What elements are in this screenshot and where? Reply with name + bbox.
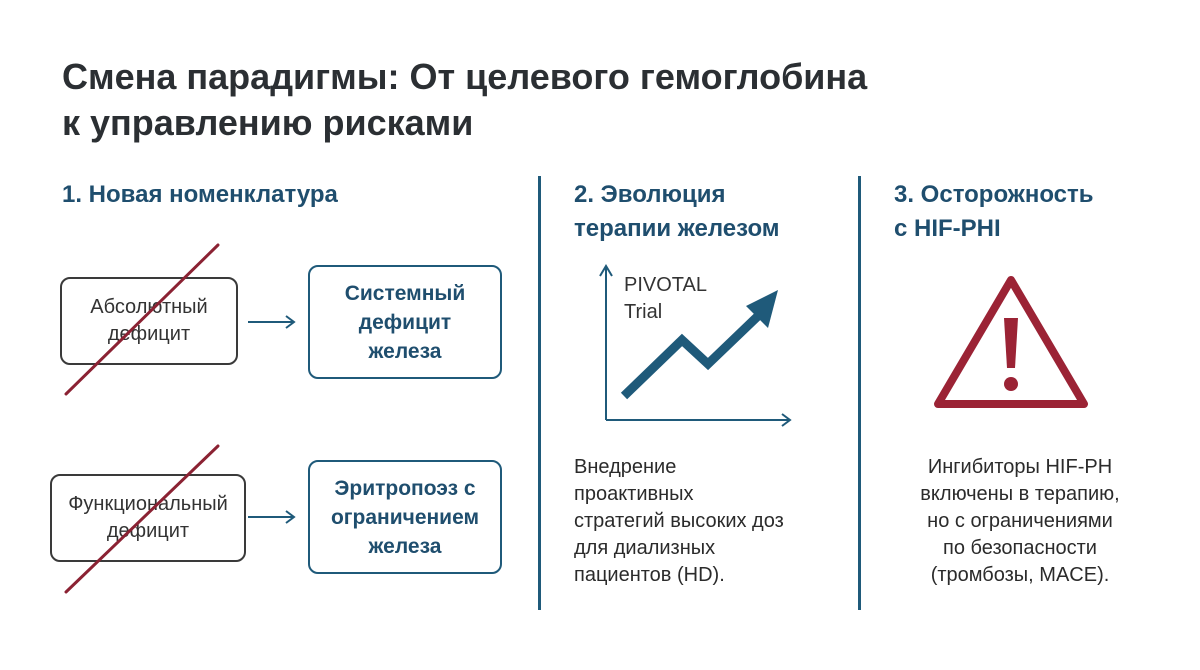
title-line-1: Смена парадигмы: От целевого гемоглобина xyxy=(62,56,868,97)
section-2-text-line-1: Внедрение xyxy=(574,456,677,478)
new-term-2-line-3: железа xyxy=(368,534,442,558)
section-1-heading: 1. Новая номенклатура xyxy=(62,181,338,208)
section-3-text-line-2: включены в терапию, xyxy=(920,483,1120,505)
section-2-heading: 2. Эволюция терапии железом xyxy=(574,178,780,246)
old-term-box-2: Функциональный дефицит xyxy=(50,474,246,562)
warning-triangle-icon xyxy=(934,276,1088,408)
trend-up-arrow-icon xyxy=(620,312,762,400)
right-arrow-icon xyxy=(248,315,296,329)
new-term-2-line-1: Эритропоэз с xyxy=(334,476,476,500)
section-2-heading-line-1: 2. Эволюция xyxy=(574,181,726,208)
section-2-text-line-5: пациентов (HD). xyxy=(574,564,725,586)
new-term-box-2: Эритропоэз с ограничением железа xyxy=(308,460,502,574)
section-3-text: Ингибиторы HIF-PH включены в терапию, но… xyxy=(880,454,1160,589)
old-term-2-line-2: дефицит xyxy=(106,520,190,542)
section-2-heading-line-2: терапии железом xyxy=(574,215,780,242)
trend-chart-icon xyxy=(599,264,792,427)
old-term-1-line-1: Абсолютный xyxy=(90,296,208,318)
section-3-text-line-3: но с ограничениями xyxy=(927,510,1113,532)
chart-label-line-2: Trial xyxy=(624,301,663,323)
chart-label-line-1: PIVOTAL xyxy=(624,274,707,296)
column-divider-2 xyxy=(858,176,861,610)
new-term-1-line-2: дефицит xyxy=(358,310,452,334)
old-term-1-line-2: дефицит xyxy=(107,323,191,345)
section-3-text-line-4: по безопасности xyxy=(943,537,1097,559)
x-axis-arrowhead xyxy=(781,413,792,427)
section-3-text-line-1: Ингибиторы HIF-PH xyxy=(927,456,1113,478)
trend-arrowhead xyxy=(746,290,778,328)
title-line-2: к управлению рисками xyxy=(62,102,474,143)
section-3-heading: 3. Осторожность с HIF-PHI xyxy=(894,178,1094,246)
section-3-heading-line-1: 3. Осторожность xyxy=(894,181,1094,208)
old-term-2-line-1: Функциональный xyxy=(68,493,228,515)
new-term-1-line-3: железа xyxy=(368,339,442,363)
new-term-2-line-2: ограничением xyxy=(330,505,480,529)
section-2-text-line-2: проактивных xyxy=(574,483,694,505)
old-term-box-1: Абсолютный дефицит xyxy=(60,277,238,365)
exclamation-dot xyxy=(1004,377,1018,391)
new-term-box-1: Системный дефицит железа xyxy=(308,265,502,379)
section-3-heading-line-2: с HIF-PHI xyxy=(894,215,1001,242)
section-2-text-line-4: для диализных xyxy=(574,537,716,559)
chart-label: PIVOTAL Trial xyxy=(624,272,707,326)
right-arrow-icon xyxy=(248,510,296,524)
new-term-1-line-1: Системный xyxy=(344,281,466,305)
section-2-text: Внедрение проактивных стратегий высоких … xyxy=(574,454,784,589)
page-title: Смена парадигмы: От целевого гемоглобина… xyxy=(62,54,1062,146)
column-divider-1 xyxy=(538,176,541,610)
section-2-text-line-3: стратегий высоких доз xyxy=(574,510,784,532)
section-3-text-line-5: (тромбозы, MACE). xyxy=(930,564,1110,586)
exclamation-bar xyxy=(1004,318,1018,368)
y-axis-arrowhead xyxy=(599,264,613,277)
